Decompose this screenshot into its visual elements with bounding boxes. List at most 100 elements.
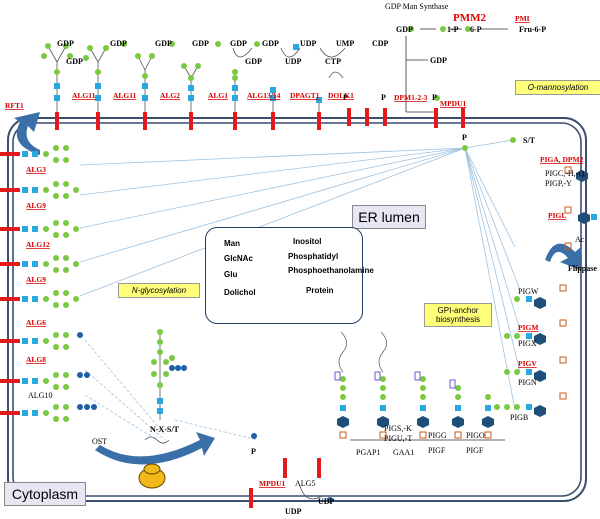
svg-text:ALG1: ALG1 (208, 91, 228, 100)
svg-text:PMI: PMI (515, 14, 530, 23)
svg-text:GDP: GDP (430, 56, 447, 65)
svg-text:ALG9: ALG9 (26, 201, 46, 210)
svg-text:P: P (343, 93, 348, 102)
svg-text:PIGM: PIGM (518, 323, 538, 332)
svg-text:ALG13/14: ALG13/14 (247, 91, 281, 100)
svg-text:PIGF: PIGF (428, 446, 446, 455)
top-dolichols (55, 108, 465, 130)
svg-text:PIGS,-K: PIGS,-K (384, 424, 412, 433)
er-membrane-outer (7, 117, 587, 502)
svg-text:GDP: GDP (66, 57, 83, 66)
legend-protein: Protein (306, 286, 334, 295)
svg-text:PIGG: PIGG (428, 431, 447, 440)
svg-text:PIGP,-Y: PIGP,-Y (545, 179, 572, 188)
svg-text:Flippase: Flippase (568, 264, 597, 273)
svg-text:UDP: UDP (318, 497, 335, 506)
svg-text:Ac: Ac (575, 235, 585, 244)
svg-text:GDP: GDP (262, 39, 279, 48)
svg-text:DOLK1: DOLK1 (328, 91, 354, 100)
svg-text:PIGN: PIGN (518, 378, 537, 387)
pmm2-label: PMM2 (453, 12, 486, 24)
rft1-flip-arrow (14, 112, 40, 155)
svg-text:PIGF: PIGF (466, 446, 484, 455)
svg-text:UDP: UDP (285, 57, 302, 66)
svg-text:PIGV: PIGV (518, 359, 537, 368)
svg-text:GDP: GDP (230, 39, 247, 48)
svg-text:PIGX: PIGX (518, 339, 537, 348)
svg-text:GDP: GDP (57, 39, 74, 48)
legend-glcnac: GlcNAc (224, 254, 253, 263)
svg-text:GDP: GDP (192, 39, 209, 48)
svg-text:P: P (462, 133, 467, 142)
svg-text:RFT1: RFT1 (5, 101, 24, 110)
bottom-dolichols (249, 458, 321, 508)
svg-text:PIGO: PIGO (466, 431, 485, 440)
svg-text:1-P: 1-P (447, 25, 459, 34)
svg-text:P: P (251, 447, 256, 456)
svg-text:UDP: UDP (300, 39, 317, 48)
svg-text:PGAP1: PGAP1 (356, 448, 380, 457)
svg-text:PIGC,-H,-Q,: PIGC,-H,-Q, (545, 169, 586, 178)
svg-text:MPDU1: MPDU1 (440, 99, 466, 108)
n-glycosylation-box: N-glycosylation (118, 283, 200, 298)
svg-text:S/T: S/T (523, 136, 536, 145)
svg-text:UDP: UDP (285, 507, 302, 516)
svg-text:ALG9: ALG9 (26, 275, 46, 284)
svg-text:CDP: CDP (372, 39, 389, 48)
oligosaccharide-center (144, 329, 187, 444)
svg-text:P: P (381, 93, 386, 102)
top-glycans (41, 26, 516, 151)
flippase-arrow (545, 243, 582, 270)
legend-man: Man (224, 239, 240, 248)
svg-text:PIGB: PIGB (510, 413, 528, 422)
top-pathway-arrows (405, 28, 508, 113)
svg-text:DPM1-2-3: DPM1-2-3 (394, 93, 428, 102)
ost-arrow (95, 432, 215, 465)
left-glycans (22, 145, 97, 422)
svg-text:ALG11: ALG11 (113, 91, 137, 100)
legend: Man GlcNAc Glu Dolichol Inositol Phospha… (205, 227, 374, 324)
flip-lines (79, 139, 521, 411)
text-labels: GDP Man Synthase GDP 1-P 6-P Fru-6-P PMM… (5, 2, 597, 516)
legend-dolichol: Dolichol (224, 288, 256, 297)
legend-glu: Glu (224, 270, 238, 279)
dashed-lines (84, 339, 259, 446)
svg-text:GDP: GDP (110, 39, 127, 48)
svg-text:PIGA, DPM2: PIGA, DPM2 (540, 155, 584, 164)
svg-text:GDP: GDP (396, 25, 413, 34)
svg-text:GAA1: GAA1 (393, 448, 414, 457)
gpi-bottom (334, 331, 505, 441)
er-membrane-inner (12, 122, 582, 497)
legend-inositol: Inositol (293, 237, 322, 246)
svg-text:ALG11: ALG11 (72, 91, 96, 100)
svg-text:ALG3: ALG3 (26, 165, 46, 174)
gpi-anchor-box: GPI-anchor biosynthesis (424, 303, 492, 327)
svg-text:Fru-6-P: Fru-6-P (519, 25, 546, 34)
gdp-man-synthase-label: GDP Man Synthase (385, 2, 449, 11)
svg-text:ALG6: ALG6 (26, 318, 46, 327)
svg-text:ALG2: ALG2 (160, 91, 180, 100)
svg-text:UMP: UMP (336, 39, 354, 48)
bottom-glu (251, 433, 333, 503)
svg-text:6-P: 6-P (470, 25, 482, 34)
svg-text:OST: OST (92, 437, 107, 446)
o-mannosylation-box: O-mannosylation (515, 80, 600, 95)
legend-phosphatidyl: Phosphatidyl (288, 252, 339, 261)
svg-text:CTP: CTP (325, 57, 341, 66)
legend-phosphoethanolamine: Phosphoethanolamine (288, 266, 374, 275)
svg-text:PIGU,-T: PIGU,-T (384, 434, 412, 443)
svg-text:MPDU1: MPDU1 (259, 479, 285, 488)
cytoplasm-label: Cytoplasm (4, 482, 86, 506)
gpi-right (494, 166, 597, 417)
left-dolichols (0, 152, 20, 415)
svg-text:PIGL: PIGL (548, 211, 566, 220)
svg-text:PIGW: PIGW (518, 287, 539, 296)
p-markers: P P P P (343, 93, 467, 142)
svg-text:ALG5: ALG5 (295, 479, 315, 488)
svg-text:ALG12: ALG12 (26, 240, 50, 249)
svg-text:DPAGT1: DPAGT1 (290, 91, 320, 100)
svg-text:ALG8: ALG8 (26, 355, 46, 364)
svg-text:GDP: GDP (245, 57, 262, 66)
